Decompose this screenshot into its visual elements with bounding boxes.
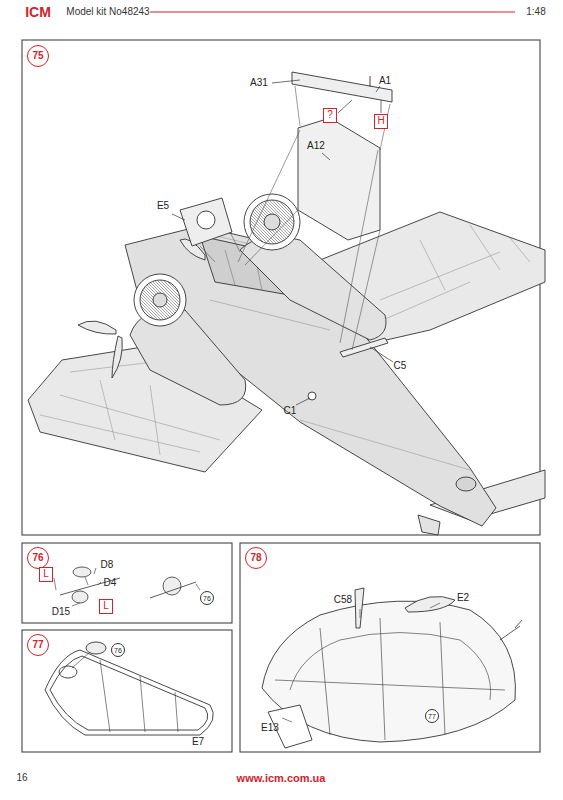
node-text: L xyxy=(43,569,49,579)
step-panel xyxy=(22,543,232,623)
scale: 1:48 xyxy=(526,7,545,17)
part-number: D15 xyxy=(52,607,70,617)
website-url: www.icm.com.ua xyxy=(237,773,326,784)
aircraft xyxy=(28,72,545,535)
color-code: ? xyxy=(323,108,337,123)
canopy-glazing xyxy=(262,588,522,748)
canopy-frame xyxy=(45,642,213,735)
node-text: H xyxy=(377,116,384,126)
part-number: C1 xyxy=(284,406,297,416)
step-number: 77 xyxy=(27,634,49,656)
kit-number: Model kit No48243 xyxy=(66,7,149,17)
part-number: E5 xyxy=(157,201,169,211)
part-number: D4 xyxy=(104,578,117,588)
node-text: L xyxy=(103,601,109,611)
node-text: 78 xyxy=(250,553,261,563)
node-text: 76 xyxy=(32,553,43,563)
node-text: 75 xyxy=(32,51,43,61)
page-number: 16 xyxy=(16,773,27,783)
node-text: 76 xyxy=(203,595,211,602)
part-number: C58 xyxy=(334,595,352,605)
step-reference: 76 xyxy=(111,643,125,657)
node-text: ? xyxy=(327,110,333,120)
part-sketch xyxy=(54,567,200,606)
leader-line xyxy=(172,80,393,405)
color-code: H xyxy=(374,114,388,129)
node-text: 77 xyxy=(32,640,43,650)
part-number: C5 xyxy=(394,361,407,371)
step-panel xyxy=(240,543,540,752)
node-text: 76 xyxy=(114,647,122,654)
part-number: A31 xyxy=(250,78,268,88)
part-number: E2 xyxy=(457,593,469,603)
brand-logo: ICM xyxy=(25,5,51,19)
part-number: E13 xyxy=(261,723,279,733)
part-number: A1 xyxy=(379,76,391,86)
step-number: 78 xyxy=(245,547,267,569)
node-text: 77 xyxy=(428,713,436,720)
step-panel xyxy=(22,630,232,752)
step-reference: 77 xyxy=(425,709,439,723)
part-number: A12 xyxy=(307,141,325,151)
header-rule xyxy=(150,11,515,12)
part-number: D8 xyxy=(101,560,114,570)
step-reference: 76 xyxy=(200,591,214,605)
color-code: L xyxy=(99,599,113,614)
part-number: E7 xyxy=(192,737,204,747)
step-number: 75 xyxy=(27,45,49,67)
color-code: L xyxy=(39,567,53,582)
